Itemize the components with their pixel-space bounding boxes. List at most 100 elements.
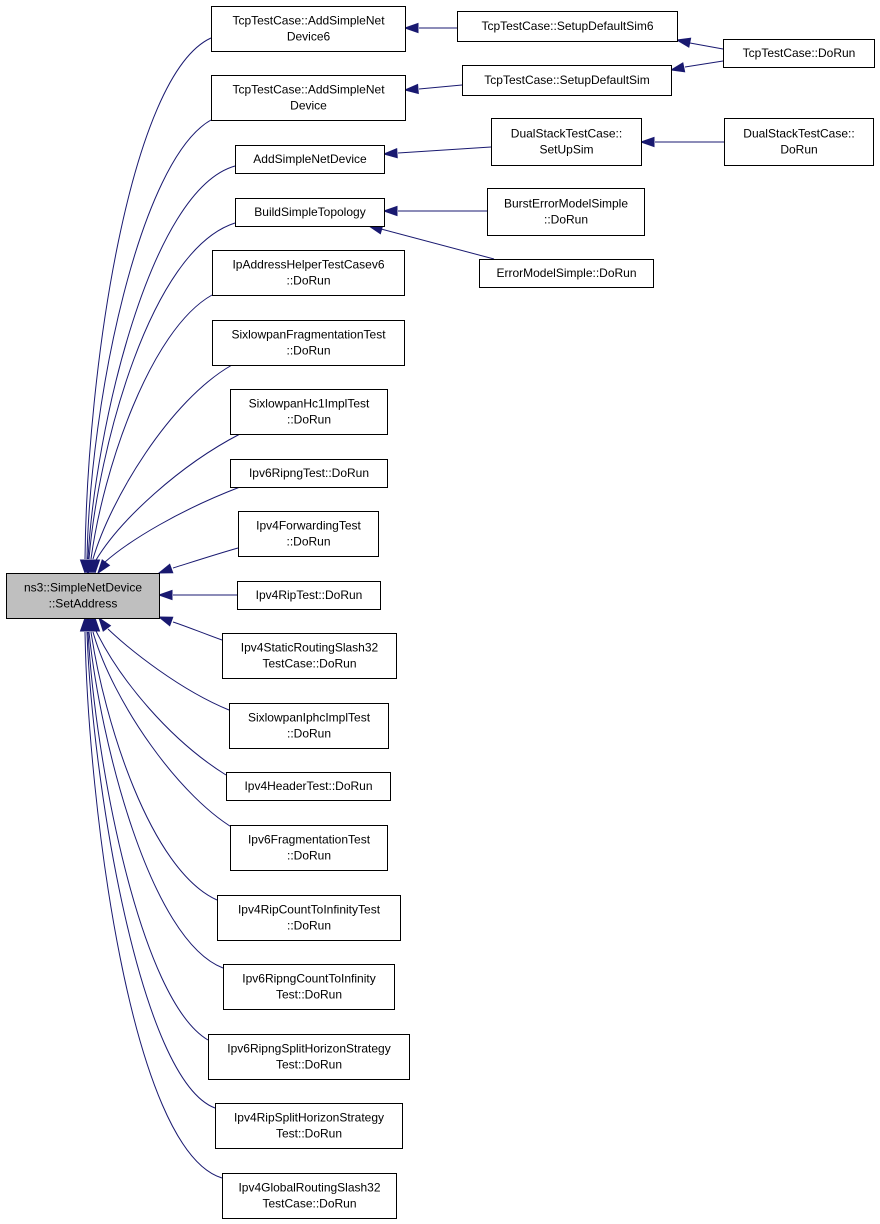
edge-addSimpleNetDevice6-to-root [79, 37, 212, 575]
node-label-line: Ipv6FragmentationTest [248, 833, 371, 847]
edge-setupDefaultSim-to-addSimpleNetDeviceTcp [403, 83, 463, 95]
node-ipv4HeaderTest[interactable]: Ipv4HeaderTest::DoRun [226, 772, 391, 801]
node-box [222, 633, 397, 679]
edge-line [84, 37, 212, 560]
node-label-line: DualStackTestCase:: [511, 127, 622, 141]
node-label-line: SixlowpanFragmentationTest [231, 328, 386, 342]
node-box [229, 703, 389, 749]
edge-line [172, 547, 239, 569]
edge-addSimpleNetDeviceTcp-to-root [81, 119, 212, 575]
node-box [724, 118, 874, 166]
node-root[interactable]: ns3::SimpleNetDevice::SetAddress [6, 573, 160, 619]
edge-line [88, 631, 224, 969]
node-label-line: Ipv6RipngTest::DoRun [249, 466, 369, 480]
node-label-line: TcpTestCase::SetupDefaultSim [484, 73, 649, 87]
node-box [230, 825, 388, 871]
node-tcpTestCaseDoRun[interactable]: TcpTestCase::DoRun [723, 39, 875, 68]
node-addSimpleNetDevice[interactable]: AddSimpleNetDevice [235, 145, 385, 174]
node-label-line: ::DoRun [287, 413, 331, 427]
node-box [487, 188, 645, 236]
edge-line [107, 628, 230, 711]
node-box [457, 11, 678, 42]
edge-ipv4RipTest-to-root [157, 589, 237, 601]
node-box [235, 198, 385, 227]
node-box [237, 581, 381, 610]
edge-line [418, 84, 463, 90]
node-setupDefaultSim[interactable]: TcpTestCase::SetupDefaultSim [462, 65, 672, 96]
node-box [215, 1103, 403, 1149]
node-label-line: TcpTestCase::AddSimpleNet [232, 14, 385, 28]
edge-arrowhead [98, 616, 112, 632]
node-setupDefaultSim6[interactable]: TcpTestCase::SetupDefaultSim6 [457, 11, 678, 42]
node-label-line: Device [290, 99, 327, 113]
node-box [462, 65, 672, 96]
node-label-line: Test::DoRun [276, 988, 342, 1002]
node-label-line: Ipv4RipCountToInfinityTest [238, 903, 381, 917]
node-label-line: ::DoRun [287, 919, 331, 933]
edge-line [87, 165, 236, 560]
edge-arrowhead [669, 62, 686, 73]
node-sixlowpanFragmentationTest[interactable]: SixlowpanFragmentationTest::DoRun [212, 320, 405, 366]
node-label-line: BuildSimpleTopology [254, 205, 365, 219]
node-box [222, 1173, 397, 1219]
node-addSimpleNetDeviceTcp[interactable]: TcpTestCase::AddSimpleNetDevice [211, 75, 406, 121]
edge-arrowhead [403, 22, 419, 34]
edge-arrowhead [89, 559, 101, 575]
edge-line [92, 364, 233, 560]
node-sixlowpanHc1ImplTest[interactable]: SixlowpanHc1ImplTest::DoRun [230, 389, 388, 435]
node-box [491, 118, 642, 166]
node-box [212, 320, 405, 366]
edge-arrowhead [382, 205, 398, 217]
node-label-line: Test::DoRun [276, 1127, 342, 1141]
node-label-line: ::DoRun [286, 535, 330, 549]
node-burstErrorModelSimple[interactable]: BurstErrorModelSimple::DoRun [487, 188, 645, 236]
node-box [223, 964, 395, 1010]
node-box [723, 39, 875, 68]
node-box [217, 895, 401, 941]
node-ipv6FragmentationTest[interactable]: Ipv6FragmentationTest::DoRun [230, 825, 388, 871]
node-box [6, 573, 160, 619]
edge-line [684, 60, 724, 68]
edge-ipv4StaticRoutingSlash32-to-root [157, 616, 223, 641]
node-label-line: Device6 [287, 30, 331, 44]
node-errorModelSimple[interactable]: ErrorModelSimple::DoRun [479, 259, 654, 288]
node-label-line: ::DoRun [286, 344, 330, 358]
edge-line [397, 146, 492, 154]
edge-sixlowpanHc1ImplTest-to-root [89, 433, 241, 575]
edge-line [380, 228, 495, 260]
node-ipv4RipCountToInfinity[interactable]: Ipv4RipCountToInfinityTest::DoRun [217, 895, 401, 941]
node-box [211, 75, 406, 121]
edge-setupDefaultSim6-to-addSimpleNetDevice6 [403, 22, 457, 34]
edge-line [87, 631, 209, 1041]
node-dualStackDoRun[interactable]: DualStackTestCase::DoRun [724, 118, 874, 166]
edge-line [90, 631, 218, 901]
edge-ipv6RipngCountToInfinity-to-root [83, 616, 224, 969]
node-label-line: TcpTestCase::SetupDefaultSim6 [481, 19, 653, 33]
node-ipv4ForwardingTest[interactable]: Ipv4ForwardingTest::DoRun [238, 511, 379, 557]
node-sixlowpanIphcImplTest[interactable]: SixlowpanIphcImplTest::DoRun [229, 703, 389, 749]
edge-ipv6RipngTest-to-root [97, 486, 241, 575]
node-dualStackSetUpSim[interactable]: DualStackTestCase::SetUpSim [491, 118, 642, 166]
edge-ipv4ForwardingTest-to-root [157, 547, 239, 574]
node-box [235, 145, 385, 174]
edge-sixlowpanIphcImplTest-to-root [98, 616, 230, 711]
node-ipv4RipTest[interactable]: Ipv4RipTest::DoRun [237, 581, 381, 610]
edge-arrowhead [675, 37, 692, 48]
node-label-line: SixlowpanIphcImplTest [248, 711, 371, 725]
node-label-line: ::SetAddress [49, 597, 118, 611]
node-buildSimpleTopology[interactable]: BuildSimpleTopology [235, 198, 385, 227]
node-ipv6RipngTest[interactable]: Ipv6RipngTest::DoRun [230, 459, 388, 488]
node-label-line: DualStackTestCase:: [743, 127, 854, 141]
node-ipAddressHelperTestCasev6[interactable]: IpAddressHelperTestCasev6::DoRun [212, 250, 405, 296]
edge-line [86, 631, 216, 1109]
node-box [230, 459, 388, 488]
edge-line [95, 630, 227, 776]
node-box [212, 250, 405, 296]
edge-line [172, 621, 223, 641]
